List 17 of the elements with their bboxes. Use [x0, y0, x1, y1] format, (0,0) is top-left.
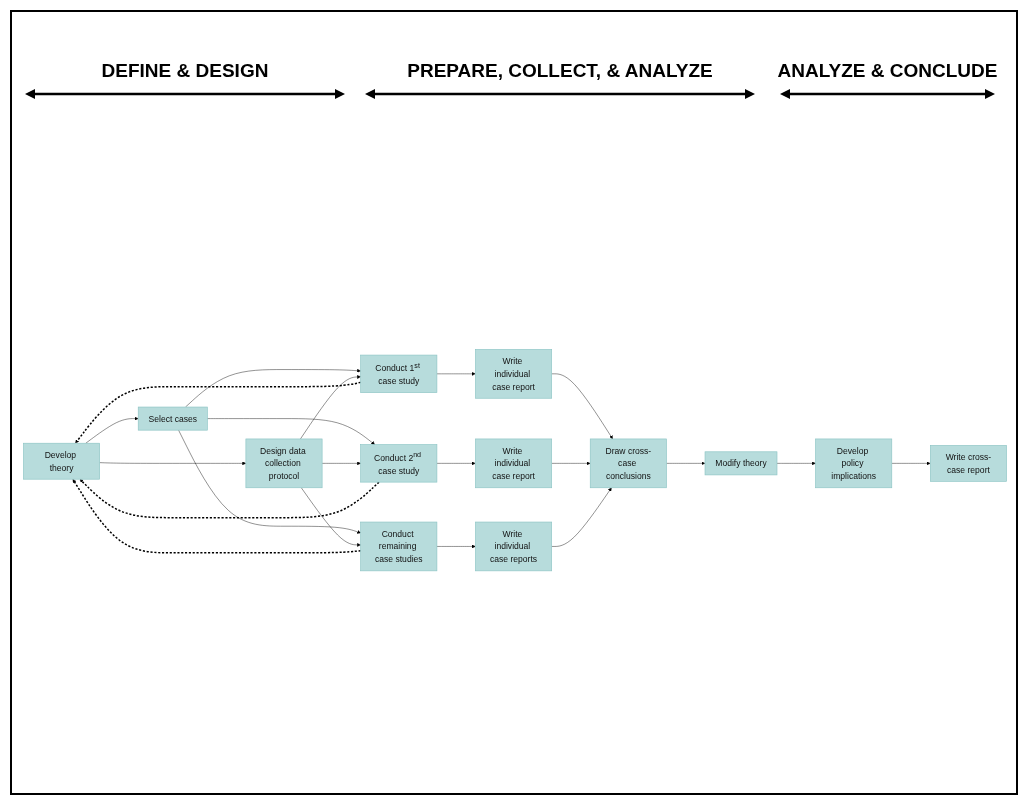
phase-heading: PREPARE, COLLECT, & ANALYZE	[406, 60, 714, 82]
node-box: Design data collection protocol	[245, 438, 323, 488]
phase-heading: ANALYZE & CONCLUDE	[776, 60, 999, 82]
node-box: Write individual case reports	[475, 521, 552, 572]
node-box: Conduct 1$^{st}$ case study	[360, 354, 438, 393]
node-box: Modify theory	[704, 451, 778, 476]
arrow	[79, 478, 380, 519]
node-box: Write individual case report	[475, 438, 552, 488]
node-box: Write individual case report	[475, 348, 552, 399]
node-box: Write cross-case report	[930, 444, 1007, 482]
node-box: Draw cross-case conclusions	[589, 438, 667, 488]
node-box: Conduct remaining case studies	[360, 521, 438, 572]
node-box: Develop policy implications	[815, 438, 893, 488]
node-box: Select cases	[137, 406, 208, 431]
phase-heading: DEFINE & DESIGN	[100, 60, 270, 82]
node-box: Develop theory	[23, 442, 100, 480]
node-box: Conduct 2$^{nd}$ case study	[360, 444, 438, 483]
